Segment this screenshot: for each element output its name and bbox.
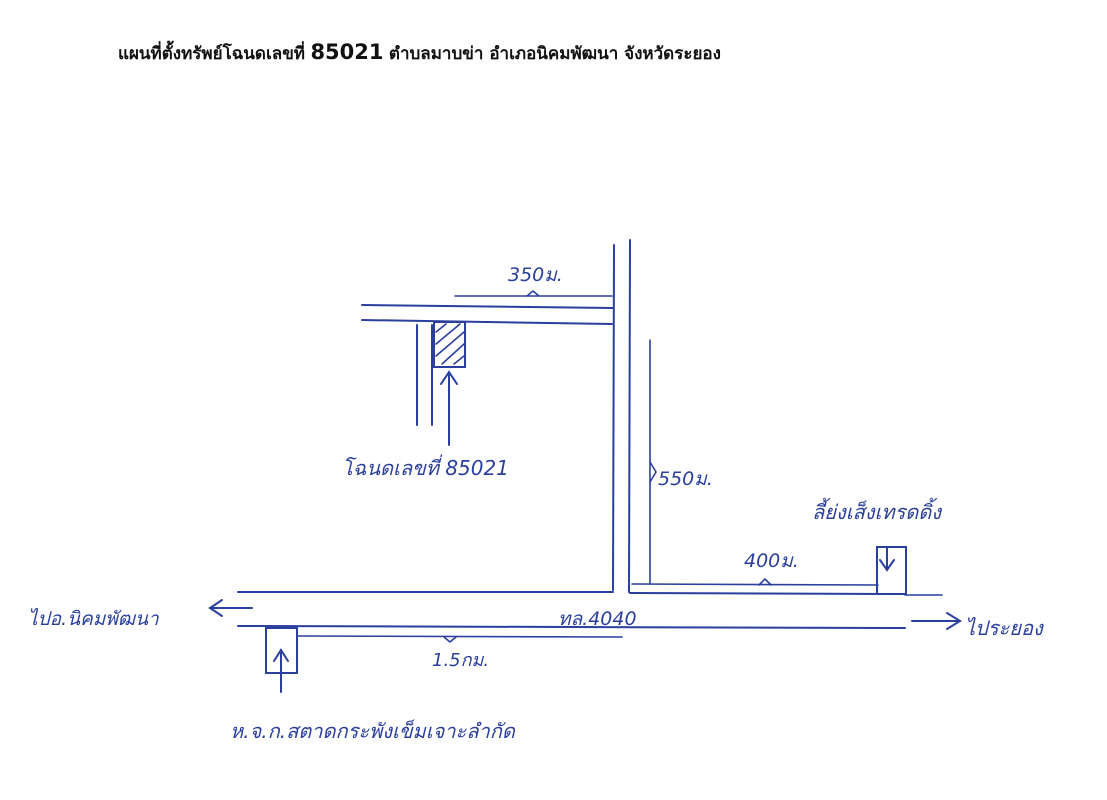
landmark-right-box <box>876 546 907 595</box>
label-550m: 550ม. <box>658 468 713 490</box>
label-1-5km: 1.5กม. <box>432 650 489 671</box>
landmark-right-arrow-head <box>879 559 895 572</box>
parcel-hatching <box>435 323 465 365</box>
side-road-bottom-edge <box>361 319 613 325</box>
label-to-left: ไปอ.นิคมพัฒนา <box>28 607 160 630</box>
dimension-tick-350 <box>526 289 540 297</box>
arrow-left-icon <box>208 599 223 617</box>
landmark-left-arrow-head <box>273 648 289 662</box>
arrow-right-icon <box>946 612 962 630</box>
dimension-tick-1-5km <box>443 636 457 644</box>
label-highway: ทล.4040 <box>558 608 637 630</box>
highway-top-edge-right <box>629 592 906 595</box>
side-road-top-edge <box>361 304 614 309</box>
highway-bottom-edge <box>237 625 906 629</box>
title-prefix: แผนที่ตั้งทรัพย์โฉนดเลขที่ <box>118 44 306 64</box>
label-400m: 400ม. <box>744 550 799 572</box>
title-deed-number: 85021 <box>310 40 384 64</box>
parcel-arrow-head <box>440 370 458 385</box>
map-title: แผนที่ตั้งทรัพย์โฉนดเลขที่ 85021 ตำบลมาบ… <box>118 40 721 67</box>
dimension-line-400 <box>631 583 879 586</box>
parcel-plot <box>433 321 466 368</box>
dimension-tick-400 <box>758 577 772 586</box>
dimension-tick-550 <box>649 461 657 483</box>
label-landmark-left: ห.จ.ก.สตาดกระพังเข็มเจาะลำกัด <box>230 719 516 743</box>
label-parcel: โฉนดเลขที่ 85021 <box>342 454 509 480</box>
label-350m: 350ม. <box>508 264 563 286</box>
vertical-road-left-edge <box>612 244 615 591</box>
title-location: ตำบลมาบข่า อำเภอนิคมพัฒนา จังหวัดระยอง <box>388 44 721 64</box>
label-landmark-right: ลี้ย่งเส็งเทรดดิ้ง <box>812 497 942 524</box>
label-to-right: ไประยอง <box>965 616 1044 640</box>
dimension-line-1-5km <box>297 635 623 638</box>
vertical-road-right-edge <box>628 239 631 593</box>
